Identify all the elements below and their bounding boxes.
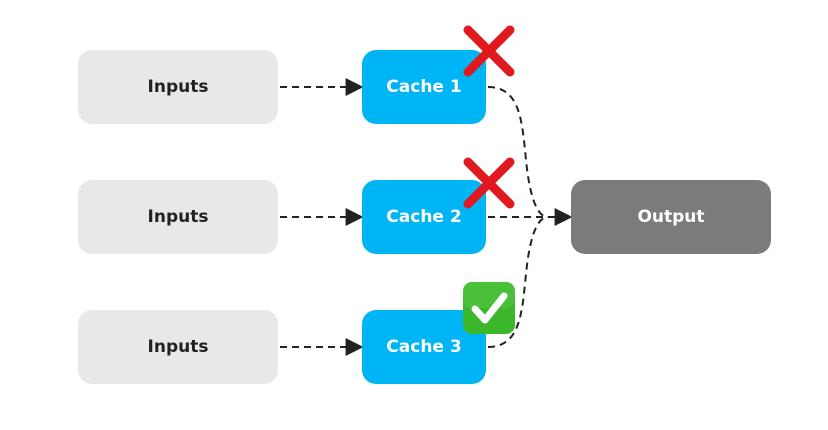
input-node-label: Inputs — [147, 337, 209, 357]
input-node-2: Inputs — [78, 180, 278, 254]
cache-node-label: Cache 2 — [386, 207, 462, 227]
input-node-label: Inputs — [147, 77, 209, 97]
output-node-label: Output — [637, 207, 705, 227]
input-node-1: Inputs — [78, 50, 278, 124]
cache-node-label: Cache 3 — [386, 337, 462, 357]
cross-mark-icon — [463, 25, 515, 77]
input-node-3: Inputs — [78, 310, 278, 384]
cache-node-2: Cache 2 — [362, 180, 486, 254]
cache-node-1: Cache 1 — [362, 50, 486, 124]
cross-mark-icon — [463, 157, 515, 209]
output-node: Output — [571, 180, 771, 254]
check-mark-icon — [463, 282, 515, 334]
input-node-label: Inputs — [147, 207, 209, 227]
connector-cache-3-output — [487, 216, 549, 348]
connector-cache-1-output — [487, 86, 549, 218]
cache-node-label: Cache 1 — [386, 77, 462, 97]
